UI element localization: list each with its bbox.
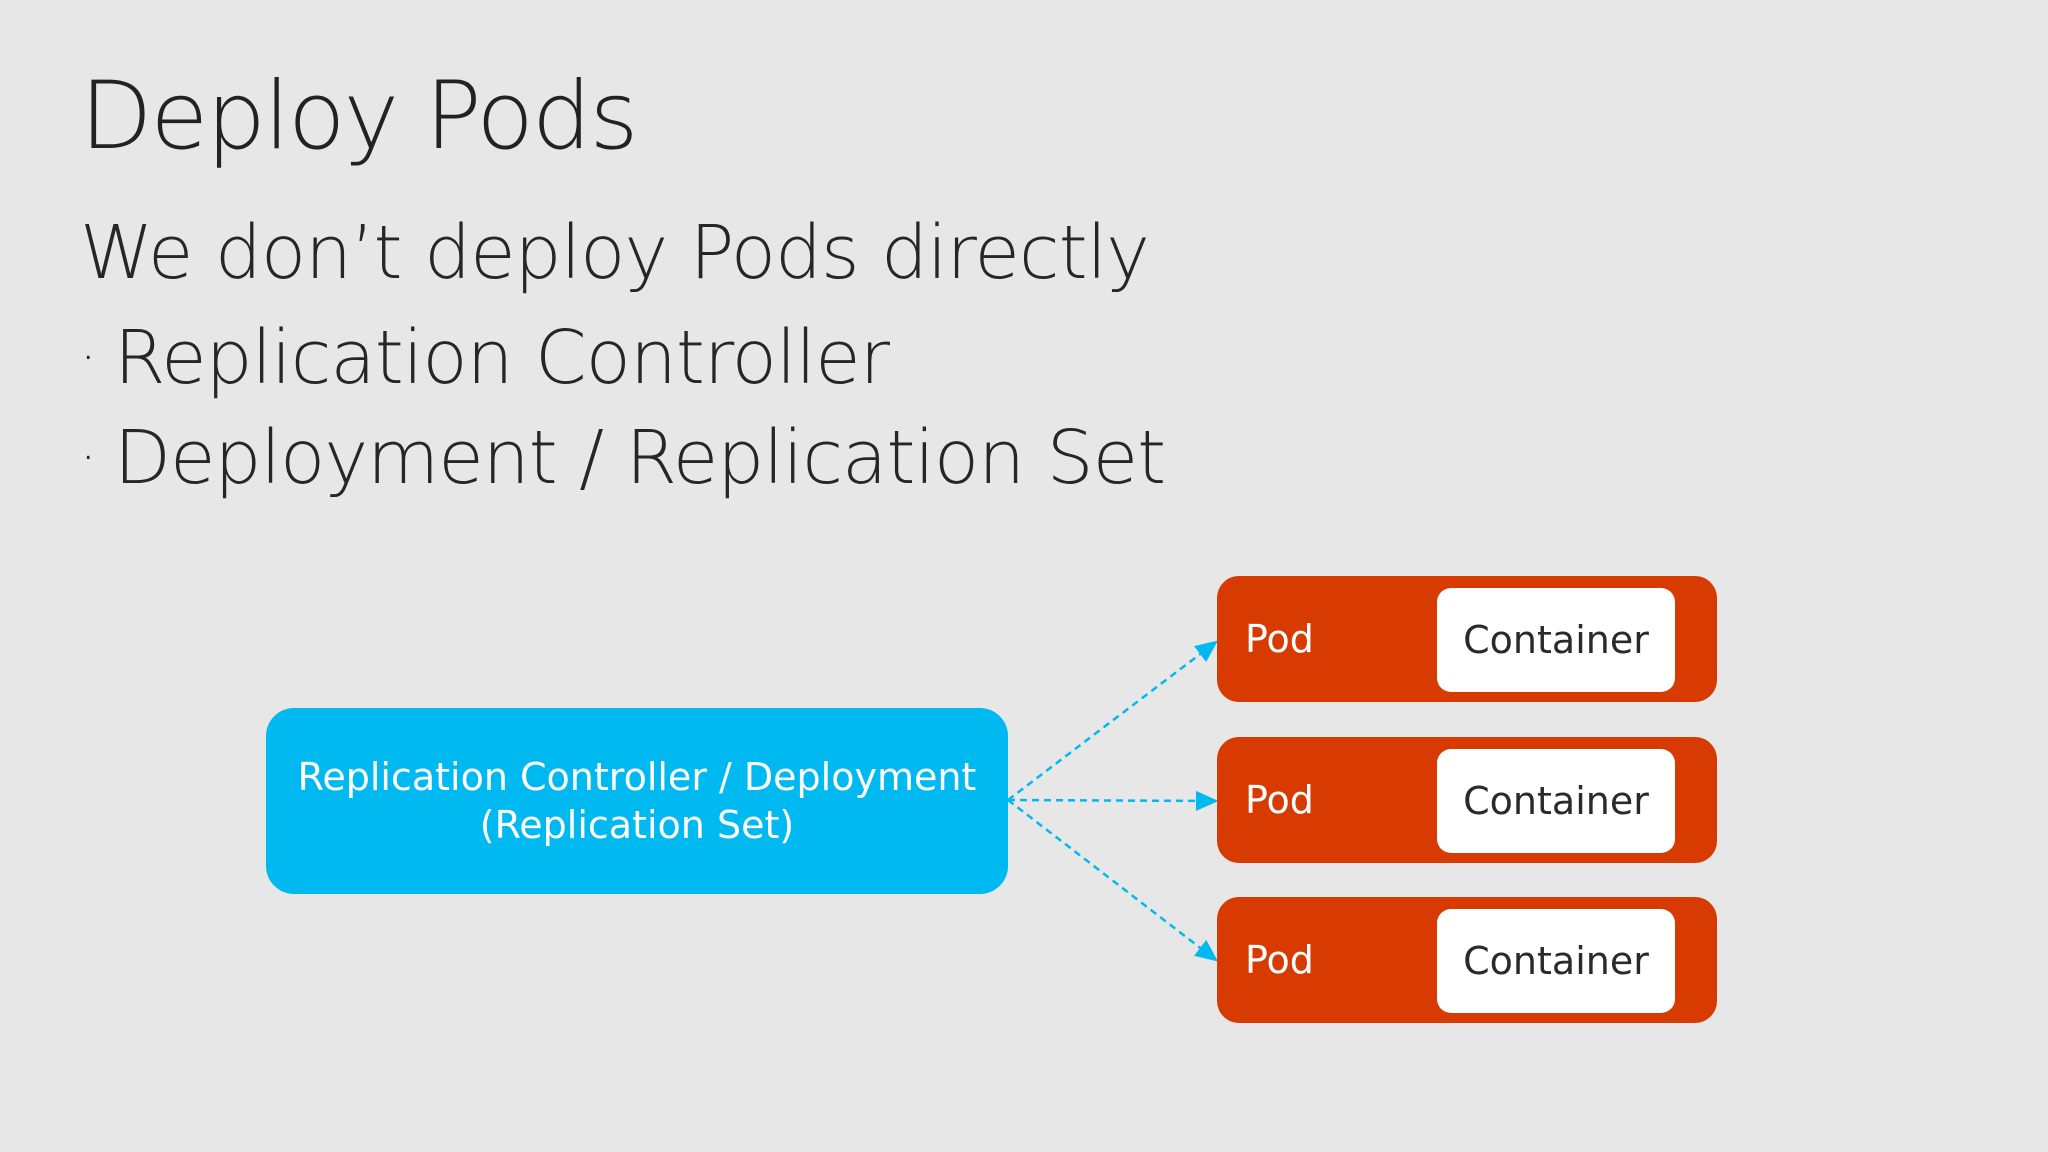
arrow-to-pod-2 bbox=[1007, 790, 1219, 811]
bullet-item: · Replication Controller bbox=[80, 308, 1165, 408]
bullet-text: Replication Controller bbox=[114, 315, 890, 401]
slide-title: Deploy Pods bbox=[80, 62, 639, 171]
pod-label: Pod bbox=[1245, 778, 1314, 822]
arrow-to-pod-3 bbox=[1007, 799, 1218, 962]
pod-box-1: Pod Container bbox=[1217, 576, 1717, 702]
pod-box-2: Pod Container bbox=[1217, 737, 1717, 863]
pod-box-3: Pod Container bbox=[1217, 897, 1717, 1023]
bullet-item: · Deployment / Replication Set bbox=[80, 408, 1166, 508]
pod-label: Pod bbox=[1245, 617, 1314, 661]
bullet-marker: · bbox=[80, 428, 97, 488]
replication-controller-box: Replication Controller / Deployment (Rep… bbox=[266, 708, 1008, 894]
arrow-to-pod-1 bbox=[1007, 640, 1218, 801]
slide-subtitle: We don’t deploy Pods directly bbox=[80, 210, 1150, 296]
pod-label: Pod bbox=[1245, 938, 1314, 982]
container-box: Container bbox=[1437, 588, 1675, 692]
bullet-list: · Replication Controller · Deployment / … bbox=[80, 308, 1166, 508]
bullet-text: Deployment / Replication Set bbox=[114, 415, 1166, 501]
bullet-marker: · bbox=[80, 328, 97, 388]
container-box: Container bbox=[1437, 909, 1675, 1013]
controller-label-line1: Replication Controller / Deployment bbox=[297, 755, 977, 799]
controller-label-line2: (Replication Set) bbox=[479, 803, 795, 847]
container-box: Container bbox=[1437, 749, 1675, 853]
